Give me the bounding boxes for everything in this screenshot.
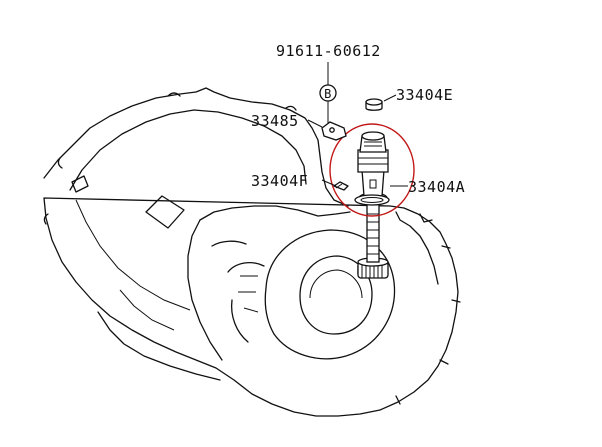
cap-part [365,98,383,111]
clamp-part [321,121,347,141]
leader-lines [307,62,408,187]
transmission-housing [43,87,461,417]
small-oring [333,181,349,191]
speedometer-driven-gear [354,131,390,279]
label-bolt: 91611-60612 [276,42,381,60]
label-clamp: 33485 [251,112,299,130]
case-openings [211,229,396,360]
label-cap: 33404E [396,86,453,104]
ref-marker-label: B [324,87,332,101]
label-sleeve: 33404A [408,178,465,196]
label-oring: 33404F [251,172,308,190]
ref-marker-b: B [319,84,337,102]
highlight-circle [329,123,415,217]
